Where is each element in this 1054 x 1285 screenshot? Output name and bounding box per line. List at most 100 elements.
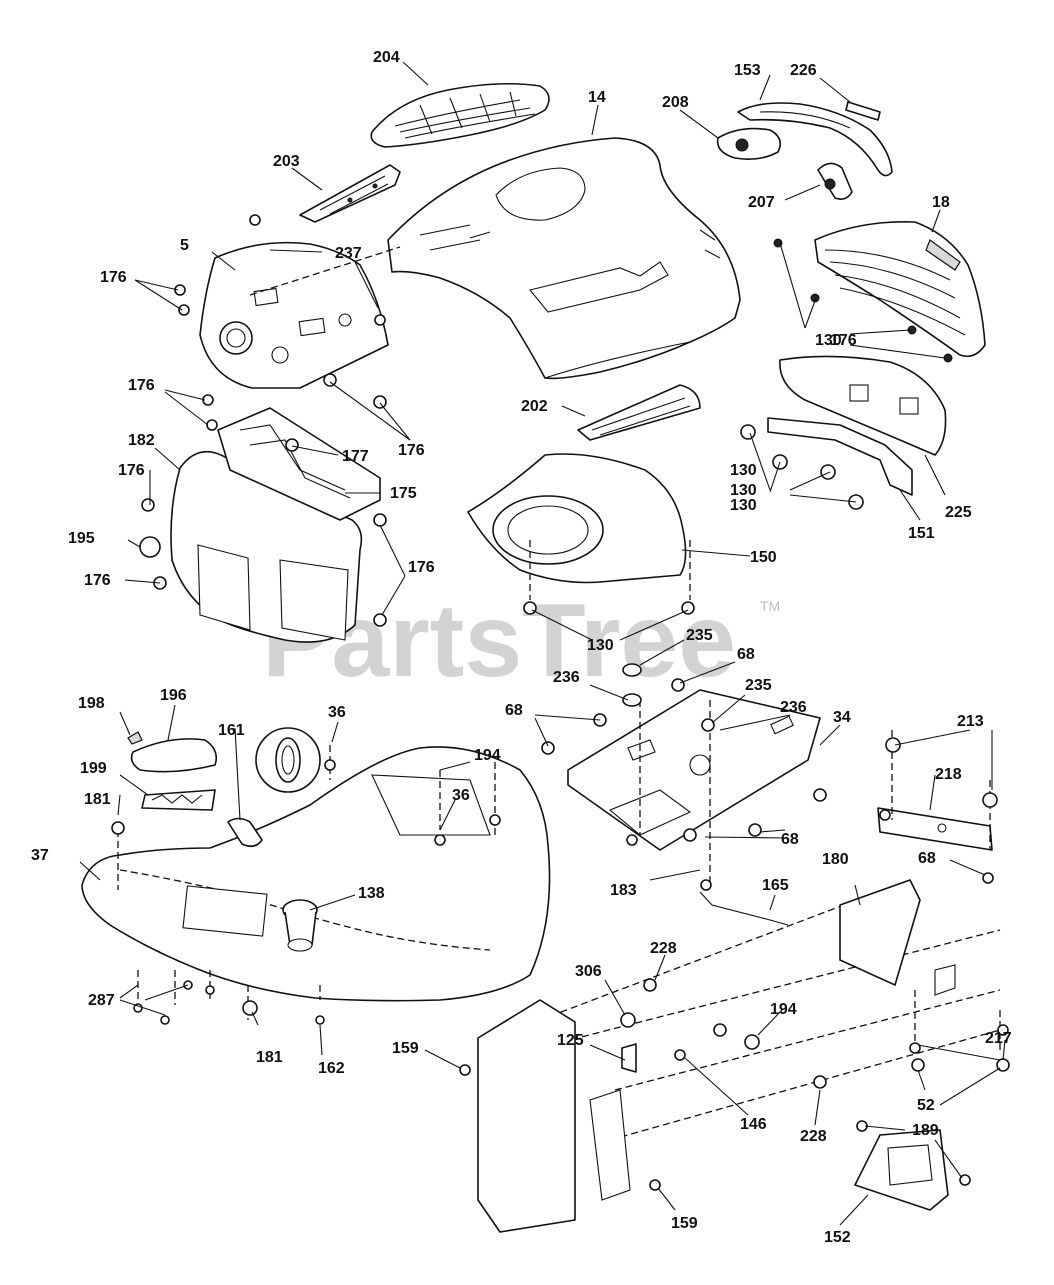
callout-151[interactable]: 151 [908, 525, 935, 542]
callout-18[interactable]: 18 [932, 194, 950, 211]
callout-125[interactable]: 125 [557, 1032, 584, 1049]
callout-175[interactable]: 175 [390, 485, 417, 502]
callout-176-a[interactable]: 176 [100, 269, 127, 286]
callout-130-c[interactable]: 130 [587, 637, 614, 654]
callout-165[interactable]: 165 [762, 877, 789, 894]
callout-226[interactable]: 226 [790, 62, 817, 79]
callout-228-a[interactable]: 228 [650, 940, 677, 957]
part-217-rod[interactable] [917, 1044, 1001, 1061]
callout-162[interactable]: 162 [318, 1060, 345, 1077]
callout-153[interactable]: 153 [734, 62, 761, 79]
callout-306[interactable]: 306 [575, 963, 602, 980]
callout-235-b[interactable]: 235 [745, 677, 772, 694]
part-14-hood[interactable] [387, 137, 741, 380]
part-182-lower-dash[interactable] [170, 450, 363, 643]
callout-189[interactable]: 189 [912, 1122, 939, 1139]
callout-130-e: 130 [730, 497, 757, 514]
watermark-trademark: TM [760, 598, 780, 614]
callout-150[interactable]: 150 [750, 549, 777, 566]
callout-180[interactable]: 180 [822, 851, 849, 868]
callout-218[interactable]: 218 [935, 766, 962, 783]
callout-213[interactable]: 213 [957, 713, 984, 730]
callout-176-f[interactable]: 176 [408, 559, 435, 576]
callout-161[interactable]: 161 [218, 722, 245, 739]
part-18-grille[interactable] [814, 221, 986, 358]
callout-146[interactable]: 146 [740, 1116, 767, 1133]
part-203-dash-trim[interactable] [299, 164, 401, 223]
callout-236-b[interactable]: 236 [780, 699, 807, 716]
part-225-rear-grille[interactable] [779, 355, 947, 456]
part-208-cap[interactable] [716, 127, 781, 160]
callout-204[interactable]: 204 [373, 49, 400, 66]
callout-68-d[interactable]: 68 [918, 850, 936, 867]
callout-195[interactable]: 195 [68, 530, 95, 547]
callout-176-e[interactable]: 176 [84, 572, 111, 589]
part-175-bracket[interactable] [217, 407, 381, 521]
callout-196[interactable]: 196 [160, 687, 187, 704]
callout-198[interactable]: 198 [78, 695, 105, 712]
callout-236-a[interactable]: 236 [553, 669, 580, 686]
callout-176-d[interactable]: 176 [118, 462, 145, 479]
callout-176-b[interactable]: 176 [128, 377, 155, 394]
callout-36-a[interactable]: 36 [328, 704, 346, 721]
callout-194-a[interactable]: 194 [474, 747, 501, 764]
callout-52[interactable]: 52 [917, 1097, 935, 1114]
callout-177[interactable]: 177 [342, 448, 369, 465]
part-152-bracket[interactable] [854, 1129, 949, 1211]
callout-176-c[interactable]: 176 [398, 442, 425, 459]
callout-68-a[interactable]: 68 [737, 646, 755, 663]
callout-207[interactable]: 207 [748, 194, 775, 211]
callout-235-a[interactable]: 235 [686, 627, 713, 644]
callout-217[interactable]: 217 [985, 1030, 1012, 1047]
part-161-knob[interactable] [227, 817, 263, 848]
callout-68-b[interactable]: 68 [505, 702, 523, 719]
part-5-dash-panel[interactable] [199, 241, 389, 389]
part-138-fuel-neck[interactable] [282, 899, 318, 952]
part-165-rod[interactable] [699, 891, 789, 926]
callout-225[interactable]: 225 [945, 504, 972, 521]
part-204-hood-top-panel[interactable] [370, 82, 550, 148]
callout-labels: 204 14 153 226 208 203 207 18 5 237 176 … [31, 49, 1012, 1246]
callout-5[interactable]: 5 [180, 237, 189, 254]
callout-130-b[interactable]: 130 [730, 482, 757, 499]
callout-152[interactable]: 152 [824, 1229, 851, 1246]
part-37-footrest-deck[interactable] [81, 746, 551, 1002]
part-198-clip[interactable] [127, 731, 143, 745]
callout-199[interactable]: 199 [80, 760, 107, 777]
part-161-detail-inset [255, 727, 321, 793]
callout-183[interactable]: 183 [610, 882, 637, 899]
part-150-fender-base[interactable] [467, 453, 687, 584]
callout-203[interactable]: 203 [273, 153, 300, 170]
part-153-light-trim[interactable] [737, 102, 893, 177]
callout-228-b[interactable]: 228 [800, 1128, 827, 1145]
callout-181-b[interactable]: 181 [256, 1049, 283, 1066]
callout-159-b[interactable]: 159 [671, 1215, 698, 1232]
leader-lines [79, 61, 1006, 1226]
callout-36-b[interactable]: 36 [452, 787, 470, 804]
callout-159-a[interactable]: 159 [392, 1040, 419, 1057]
part-34-seat-pan[interactable] [567, 689, 821, 851]
part-196-pedal-pad[interactable] [130, 738, 218, 773]
callout-181-a[interactable]: 181 [84, 791, 111, 808]
part-199-spring[interactable] [141, 789, 216, 811]
callout-202[interactable]: 202 [521, 398, 548, 415]
callout-14[interactable]: 14 [588, 89, 606, 106]
callout-237[interactable]: 237 [335, 245, 362, 262]
callout-208[interactable]: 208 [662, 94, 689, 111]
part-207-knob[interactable] [817, 162, 853, 200]
callout-138[interactable]: 138 [358, 885, 385, 902]
part-202-trim[interactable] [577, 384, 701, 441]
callout-130-d: 130 [730, 462, 757, 479]
callout-37[interactable]: 37 [31, 847, 49, 864]
callout-34[interactable]: 34 [833, 709, 851, 726]
part-218-bracket[interactable] [877, 807, 993, 851]
callout-287[interactable]: 287 [88, 992, 115, 1009]
part-180-frame[interactable] [477, 879, 1001, 1233]
callout-130-a[interactable]: 130 [815, 332, 842, 349]
part-226-lens[interactable] [845, 101, 881, 121]
callout-194-b[interactable]: 194 [770, 1001, 797, 1018]
part-151-bracket[interactable] [767, 417, 913, 496]
callout-68-c[interactable]: 68 [781, 831, 799, 848]
callout-182[interactable]: 182 [128, 432, 155, 449]
